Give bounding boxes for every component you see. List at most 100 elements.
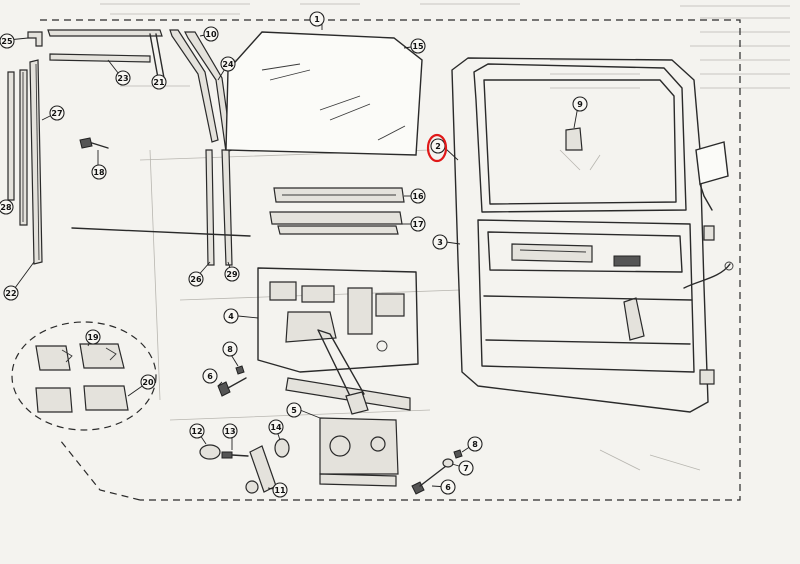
callout-14: 14: [268, 419, 284, 435]
callout-5: 5: [286, 402, 302, 418]
sash-strip-16: [273, 187, 405, 203]
door-assembly: [451, 57, 734, 413]
callout-number: 1: [314, 15, 320, 24]
guide-rail-29: [221, 149, 233, 266]
callout-number: 26: [190, 275, 202, 284]
callout-11: 11: [272, 482, 288, 498]
callout-circle: [268, 419, 284, 435]
callout-circle: [272, 482, 288, 498]
bolt-6-right: [411, 465, 447, 495]
callout-number: 8: [227, 345, 233, 354]
callout-circle: [440, 479, 456, 495]
door-glass-15: [225, 31, 423, 156]
highlight-ring-callout-2: [426, 133, 448, 163]
callout-circle: [223, 308, 239, 324]
callout-circle: [203, 26, 219, 42]
callout-9: 9: [572, 96, 588, 112]
callout-circle: [220, 56, 236, 72]
callout-circle: [140, 374, 156, 390]
callout-circle: [202, 368, 218, 384]
callout-22: 22: [3, 285, 19, 301]
callout-number: 25: [1, 37, 13, 46]
callout-19: 19: [85, 329, 101, 345]
knob-12: [199, 444, 221, 460]
callout-23: 23: [115, 70, 131, 86]
callout-number: 13: [224, 427, 235, 436]
callout-number: 9: [577, 100, 583, 109]
callout-number: 8: [472, 440, 478, 449]
callout-number: 10: [205, 30, 217, 39]
screw-8-left: [235, 365, 245, 375]
callout-21: 21: [151, 74, 167, 90]
callout-circle: [189, 423, 205, 439]
callout-13: 13: [222, 423, 238, 439]
callout-3: 3: [432, 234, 448, 250]
callout-circle: [224, 266, 240, 282]
callout-24: 24: [220, 56, 236, 72]
crank-handle-11: [245, 445, 277, 494]
callout-circle: [115, 70, 131, 86]
callout-number: 5: [291, 406, 297, 415]
seal-strip-27: [7, 69, 28, 226]
callout-circle: [85, 329, 101, 345]
callout-circle: [572, 96, 588, 112]
callout-circle: [222, 423, 238, 439]
callout-number: 24: [222, 60, 234, 69]
callout-16: 16: [410, 188, 426, 204]
side-mirror: [695, 141, 729, 211]
callout-8a: 8: [222, 341, 238, 357]
callout-20: 20: [140, 374, 156, 390]
callout-7: 7: [458, 460, 474, 476]
run-channel-21: [149, 33, 165, 79]
callout-4: 4: [223, 308, 239, 324]
callout-1: 1: [309, 11, 325, 27]
callout-number: 11: [274, 486, 286, 495]
bolt-13: [221, 451, 249, 459]
callout-number: 27: [51, 109, 62, 118]
callout-25: 25: [0, 33, 15, 49]
callout-number: 23: [117, 74, 128, 83]
callout-number: 22: [5, 289, 16, 298]
callout-circle: [0, 33, 15, 49]
callout-number: 21: [153, 78, 165, 87]
callout-6a: 6: [202, 368, 218, 384]
corner-bracket-25: [27, 31, 43, 47]
callout-number: 2: [435, 142, 441, 151]
callout-18: 18: [91, 164, 107, 180]
callout-circle: [432, 234, 448, 250]
callout-circle: [49, 105, 65, 121]
callout-10: 10: [203, 26, 219, 42]
callout-number: 6: [207, 372, 213, 381]
callout-circle: [467, 436, 483, 452]
callout-circle: [410, 216, 426, 232]
callout-circle: [222, 341, 238, 357]
sash-strip-17: [269, 211, 403, 235]
callout-27: 27: [49, 105, 65, 121]
seal-strip-22: [29, 59, 43, 265]
guide-rail-28: [205, 149, 215, 266]
callout-circle: [458, 460, 474, 476]
regulator-5: [285, 329, 411, 487]
callout-8b: 8: [467, 436, 483, 452]
callout-number: 4: [228, 312, 234, 321]
callout-12: 12: [189, 423, 205, 439]
callout-2: 2: [430, 138, 446, 154]
callout-number: 6: [445, 483, 451, 492]
channel-strip-23: [47, 29, 163, 63]
inner-panel-4: [257, 267, 419, 373]
callout-circle: [151, 74, 167, 90]
callout-number: 18: [93, 168, 105, 177]
callout-6b: 6: [440, 479, 456, 495]
callout-circle: [91, 164, 107, 180]
washer-7: [442, 458, 454, 468]
callout-circle: [286, 402, 302, 418]
screw-8-right: [453, 449, 463, 459]
callout-number: 17: [412, 220, 423, 229]
callout-28: 28: [0, 199, 14, 215]
callout-circle: [410, 188, 426, 204]
callout-number: 15: [412, 42, 424, 51]
callout-26: 26: [188, 271, 204, 287]
